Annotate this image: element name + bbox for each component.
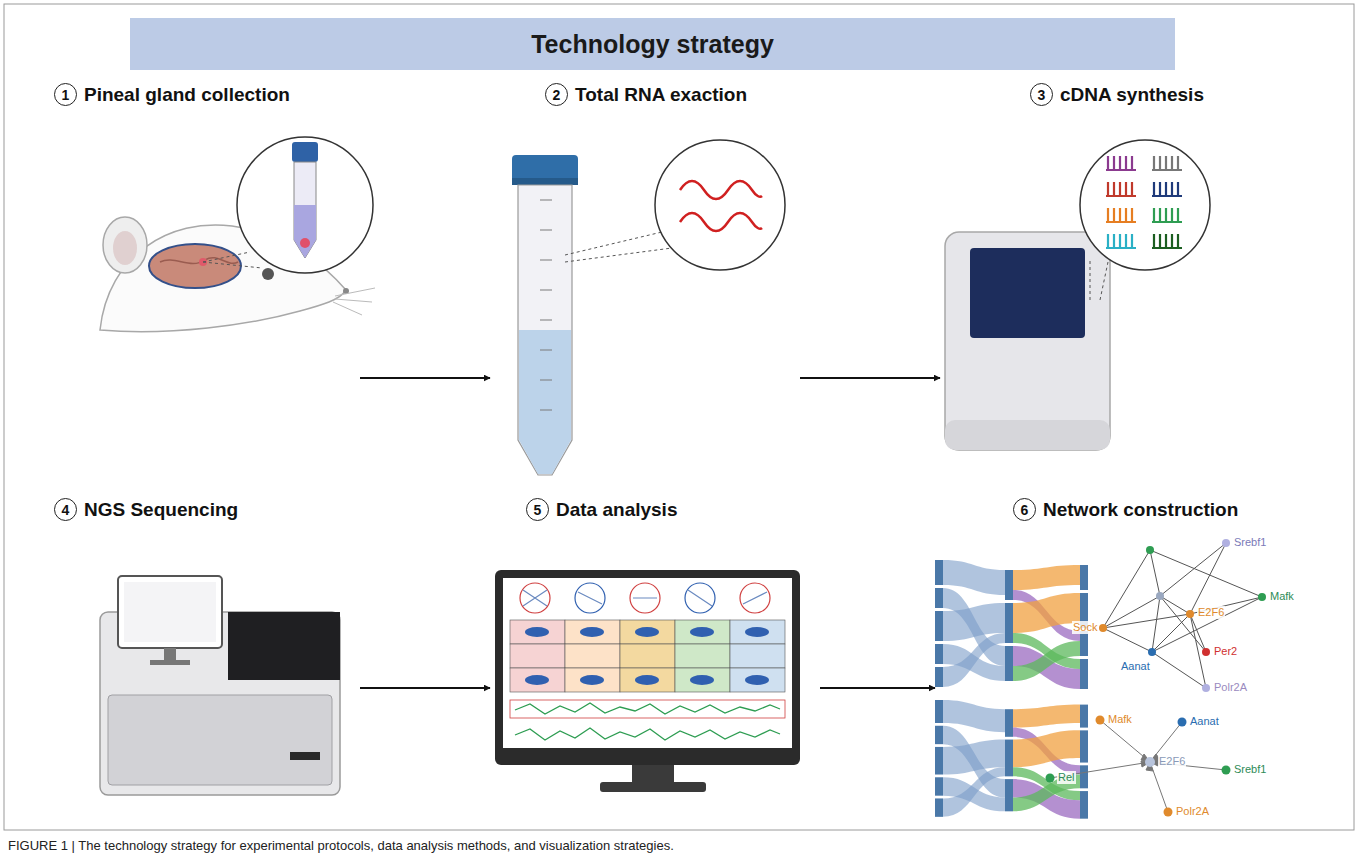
step-header: 1 Pineal gland collection — [54, 83, 290, 106]
gene-label: Srebf1 — [1233, 763, 1267, 776]
flow-arrow — [800, 377, 940, 379]
step-number-circle: 4 — [54, 498, 77, 521]
step-heading: Network construction — [1043, 499, 1238, 521]
gene-label: Mafk — [1107, 713, 1133, 726]
step-number: 4 — [62, 503, 70, 517]
step-number-circle: 2 — [545, 83, 568, 106]
step-number-circle: 5 — [526, 498, 549, 521]
step-number: 6 — [1021, 503, 1029, 517]
gene-label: Mafk — [1269, 590, 1295, 603]
step-panel: 4 NGS Sequencing — [40, 498, 360, 828]
step-heading: Data analysis — [556, 499, 677, 521]
step-number: 1 — [62, 88, 70, 102]
gene-label: Srebf1 — [1233, 536, 1267, 549]
step-heading: Total RNA exaction — [575, 84, 747, 106]
step-number-circle: 1 — [54, 83, 77, 106]
step-heading: NGS Sequencing — [84, 499, 238, 521]
figure-border — [4, 4, 1354, 830]
title-band: Technology strategy — [130, 18, 1175, 70]
gene-label: Aanat — [1120, 660, 1151, 673]
step-number: 3 — [1038, 88, 1046, 102]
gene-label: Per2 — [1213, 645, 1238, 658]
step-header: 6 Network construction — [1013, 498, 1238, 521]
sankey-plot — [935, 560, 1088, 689]
mouse-illustration — [100, 137, 375, 332]
gene-label: E2F6 — [1158, 755, 1186, 768]
step-header: 4 NGS Sequencing — [54, 498, 238, 521]
flow-arrow — [820, 687, 935, 689]
gene-label: Polr2A — [1213, 681, 1248, 694]
gene-label: Rel — [1057, 771, 1076, 784]
flow-arrow — [360, 377, 490, 379]
gene-label: Sock — [1072, 621, 1098, 634]
flow-arrow — [360, 687, 490, 689]
title-text: Technology strategy — [531, 30, 774, 59]
step-header: 2 Total RNA exaction — [545, 83, 747, 106]
step-number-circle: 6 — [1013, 498, 1036, 521]
step-number-circle: 3 — [1030, 83, 1053, 106]
monitor-illustration — [495, 570, 800, 792]
step-number: 2 — [553, 88, 561, 102]
cdna-machine-illustration — [945, 140, 1210, 450]
step-panel: 3 cDNA synthesis — [940, 83, 1300, 483]
gene-label: Aanat — [1189, 715, 1220, 728]
step-panel: 2 Total RNA exaction — [490, 83, 800, 483]
step-header: 5 Data analysis — [526, 498, 677, 521]
figure-caption: FIGURE 1 | The technology strategy for e… — [8, 838, 1348, 853]
step-panel: 1 Pineal gland collection — [40, 83, 360, 483]
network-graph — [1046, 716, 1231, 817]
step-panel: 5 Data analysis — [490, 498, 820, 828]
tube-illustration — [512, 140, 785, 475]
network-graph — [1099, 539, 1266, 692]
sankey-plot — [935, 700, 1088, 819]
sequencer-illustration — [100, 576, 340, 795]
step-heading: cDNA synthesis — [1060, 84, 1204, 106]
step-number: 5 — [534, 503, 542, 517]
gene-label: Polr2A — [1175, 805, 1210, 818]
step-heading: Pineal gland collection — [84, 84, 290, 106]
step-header: 3 cDNA synthesis — [1030, 83, 1204, 106]
gene-label: E2F6 — [1197, 606, 1225, 619]
